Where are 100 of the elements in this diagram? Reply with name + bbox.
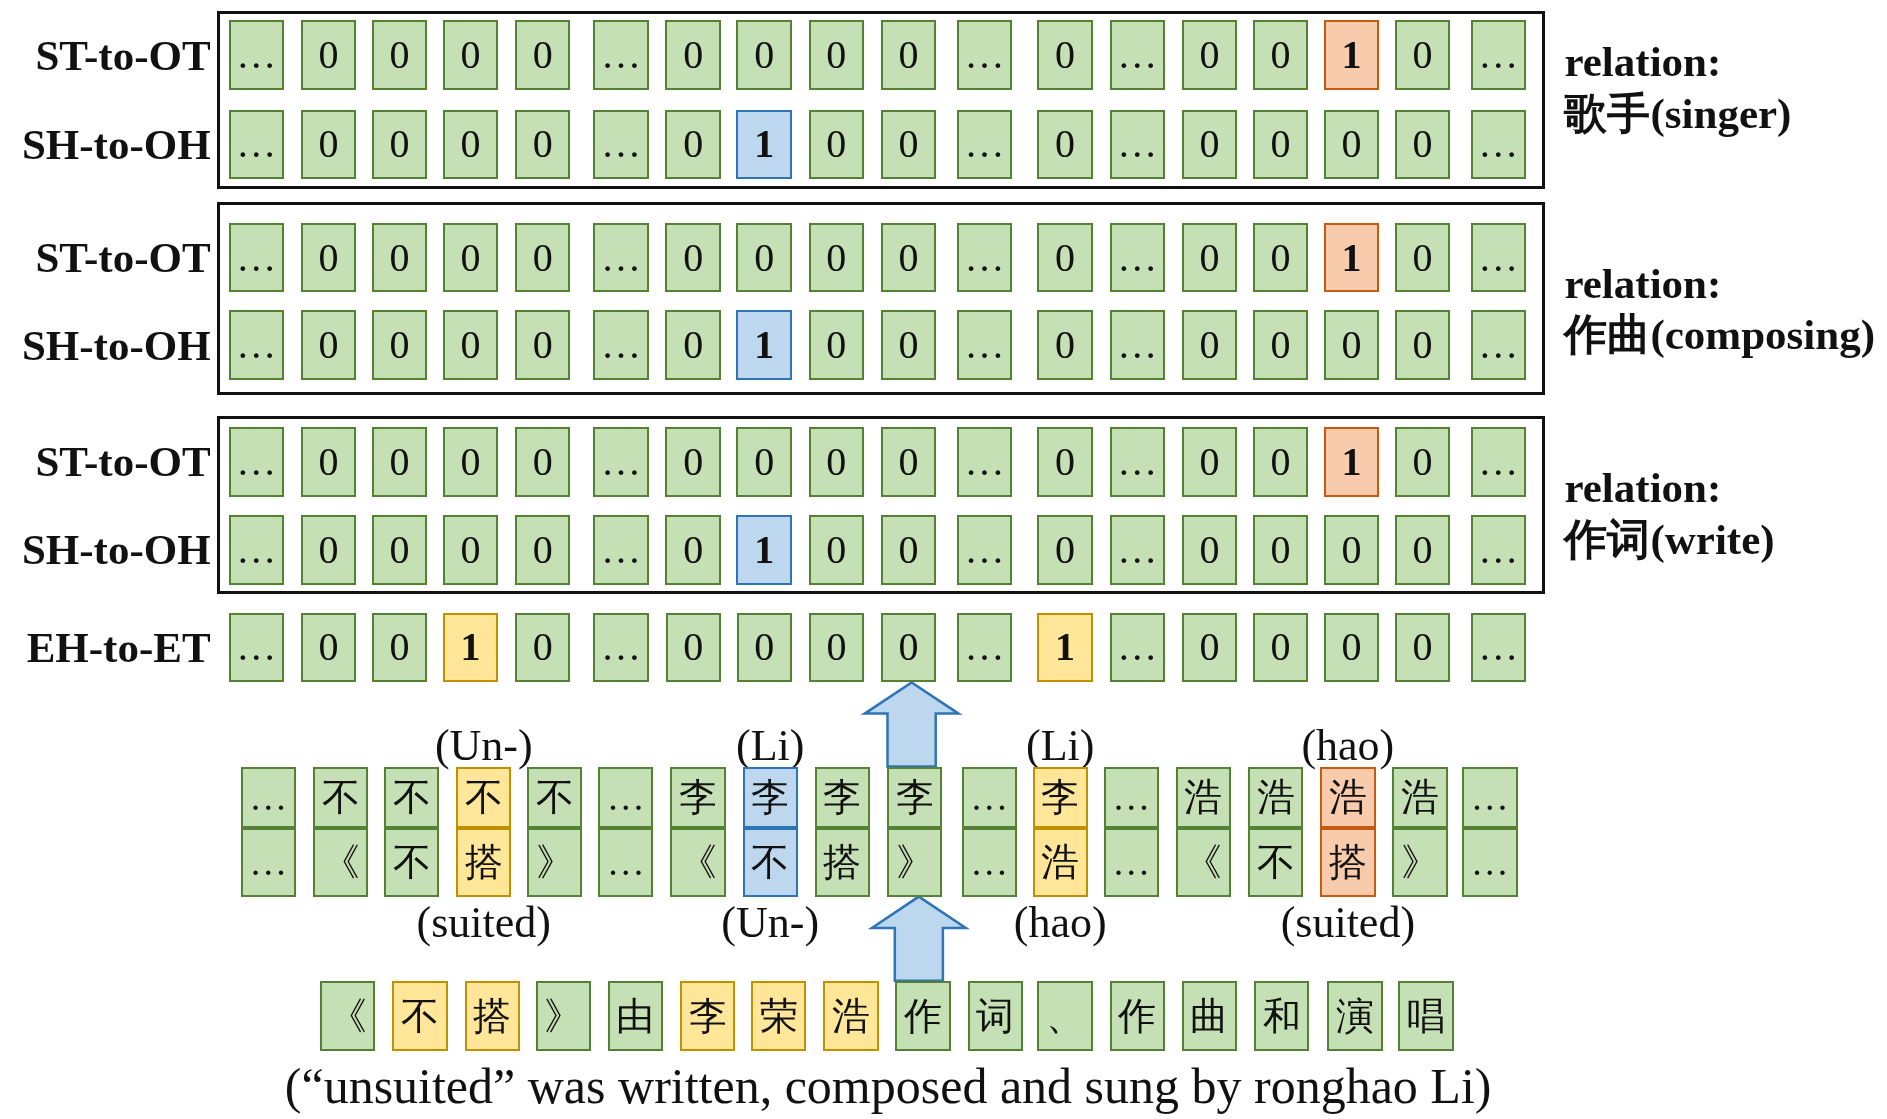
tag-cell: 0 xyxy=(371,310,428,381)
tag-cell: … xyxy=(228,109,284,180)
tag-cell: 0 xyxy=(665,612,721,683)
tag-cell: 0 xyxy=(808,310,865,381)
tag-cell: … xyxy=(1109,222,1165,293)
tag-cell: … xyxy=(1109,515,1165,585)
token-pair-cell: … xyxy=(961,827,1017,897)
tag-cell: … xyxy=(956,427,1013,497)
tag-cell: 0 xyxy=(1394,515,1451,585)
token-cell: 由 xyxy=(607,980,664,1051)
tag-cell: 0 xyxy=(808,222,865,293)
tag-cell: 0 xyxy=(442,20,499,91)
row-label: SH-to-OH xyxy=(21,119,211,170)
tag-cell: 0 xyxy=(736,427,792,497)
row-label: SH-to-OH xyxy=(21,525,211,575)
tag-cell: 1 xyxy=(1323,222,1380,293)
tag-cell: … xyxy=(593,310,649,381)
token-cell: 搭 xyxy=(464,980,520,1051)
tag-cell: 0 xyxy=(1323,109,1380,180)
tag-cell: 0 xyxy=(1037,515,1093,585)
tag-cell: 0 xyxy=(880,612,937,683)
token-pair-cell: 浩 xyxy=(1392,766,1448,828)
tag-cell: … xyxy=(956,222,1013,293)
tag-cell: 0 xyxy=(665,222,721,293)
token-pair-cell: 搭 xyxy=(1320,827,1376,897)
tag-cell: … xyxy=(956,310,1013,381)
tag-cell: 0 xyxy=(1037,310,1093,381)
tag-cell: 0 xyxy=(1181,427,1238,497)
token-pair-cell: 《 xyxy=(670,827,726,897)
tag-cell: 0 xyxy=(736,222,792,293)
tag-cell: 0 xyxy=(665,20,721,91)
tag-cell: … xyxy=(956,612,1013,683)
token-cell: 曲 xyxy=(1181,980,1238,1051)
tag-cell: 0 xyxy=(1252,109,1309,180)
token-pair-cell: … xyxy=(240,766,297,828)
tag-cell: 0 xyxy=(515,222,571,293)
tag-cell: 0 xyxy=(1037,222,1093,293)
token-pair-cell: … xyxy=(598,766,654,828)
token-cell: 李 xyxy=(679,980,736,1051)
tag-cell: 0 xyxy=(1394,612,1451,683)
token-pair-cell: 不 xyxy=(1247,827,1304,897)
tag-cell: 0 xyxy=(665,515,721,585)
tag-cell: … xyxy=(1470,109,1526,180)
token-pair-cell: … xyxy=(1103,766,1159,828)
tag-cell: 0 xyxy=(300,427,357,497)
tag-cell: … xyxy=(1109,310,1165,381)
tag-cell: 1 xyxy=(736,310,792,381)
tag-cell: 0 xyxy=(880,310,937,381)
token-pair-cell: … xyxy=(598,827,654,897)
token-pair-cell: … xyxy=(240,827,297,897)
token-cell: 作 xyxy=(895,980,951,1051)
token-cell: 《 xyxy=(320,980,376,1051)
token-pair-cell: 不 xyxy=(456,766,512,828)
tag-cell: 0 xyxy=(1181,20,1238,91)
tag-cell: … xyxy=(1470,427,1526,497)
tag-cell: 0 xyxy=(1252,427,1309,497)
token-pair-cell: 浩 xyxy=(1175,766,1232,828)
tag-cell: 0 xyxy=(515,310,571,381)
tag-cell: 0 xyxy=(808,515,865,585)
tag-cell: … xyxy=(1470,310,1526,381)
token-pair-cell: … xyxy=(961,766,1017,828)
token-cell: 作 xyxy=(1109,980,1165,1051)
tag-cell: 0 xyxy=(1252,612,1309,683)
token-pair-cell: 《 xyxy=(312,827,369,897)
token-pair-cell: 搭 xyxy=(456,827,512,897)
row-label: ST-to-OT xyxy=(35,437,211,487)
tag-cell: … xyxy=(593,515,649,585)
tag-cell: 0 xyxy=(1252,310,1309,381)
tag-cell: 0 xyxy=(880,222,937,293)
tag-cell: 0 xyxy=(515,427,571,497)
tag-cell: 1 xyxy=(736,109,792,180)
tag-cell: … xyxy=(1470,515,1526,585)
tag-cell: 0 xyxy=(300,109,357,180)
tag-cell: 0 xyxy=(515,515,571,585)
tag-cell: 0 xyxy=(665,109,721,180)
tag-cell: 0 xyxy=(1181,109,1238,180)
tag-cell: 0 xyxy=(1181,310,1238,381)
token-pair-cell: … xyxy=(1462,827,1518,897)
tag-cell: … xyxy=(1109,427,1165,497)
tag-cell: 0 xyxy=(665,427,721,497)
tag-cell: 0 xyxy=(442,310,499,381)
tag-cell: 0 xyxy=(300,20,357,91)
tag-cell: 0 xyxy=(515,612,571,683)
tag-cell: 1 xyxy=(1323,20,1380,91)
token-pair-cell: 浩 xyxy=(1320,766,1376,828)
token-pair-cell: 搭 xyxy=(814,827,871,897)
caption: (“unsuited” was written, composed and sung by ronghao Li) xyxy=(284,1058,1492,1116)
row-label: SH-to-OH xyxy=(21,320,211,371)
tag-cell: … xyxy=(956,109,1013,180)
token-pair-cell: 浩 xyxy=(1247,766,1304,828)
tag-cell: 0 xyxy=(808,427,865,497)
tag-cell: … xyxy=(228,222,284,293)
token-pair-cell: 李 xyxy=(742,766,798,828)
tag-cell: 0 xyxy=(442,515,499,585)
tag-cell: 0 xyxy=(1394,427,1451,497)
tag-cell: 0 xyxy=(880,515,937,585)
tag-cell: 1 xyxy=(1037,612,1093,683)
tag-cell: … xyxy=(1109,109,1165,180)
relation-label: relation: 歌手(singer) xyxy=(1564,37,1793,139)
tag-cell: … xyxy=(228,310,284,381)
